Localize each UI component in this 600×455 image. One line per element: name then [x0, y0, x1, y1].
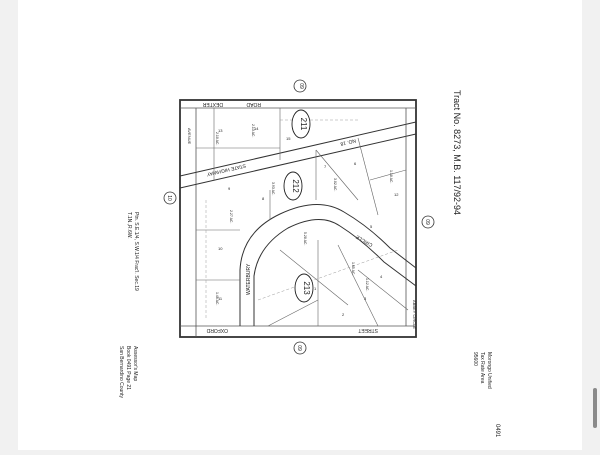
svg-text:213: 213 [302, 281, 311, 295]
acreage: 1.18 AC. [389, 170, 393, 183]
acreage: 1.12 AC. [365, 278, 369, 291]
lot-number: 12 [394, 192, 399, 197]
township-range: T.1N.,R.6W. [126, 212, 132, 239]
lot-number: 3 [364, 296, 367, 301]
acreage: 1.46 AC. [215, 292, 219, 305]
street-dexter: DEXTER [202, 101, 223, 107]
map-boundary [179, 99, 417, 338]
lot-number: 6 [354, 161, 357, 166]
lot-number: 13 [218, 128, 223, 133]
lot-number: 14 [254, 126, 259, 131]
acreage: 2.27 AC. [229, 210, 233, 223]
street-highway-no: NO. 18 [339, 137, 356, 146]
svg-text:10: 10 [166, 195, 172, 201]
circle-road-outer [239, 203, 417, 326]
acreage: 2.10 AC. [215, 132, 219, 145]
map-sheet: 09 10 09 09 DEXTER ROAD AVENUE STATE HIG… [18, 0, 582, 450]
section-marker-left: 10 [163, 191, 177, 205]
acreage: 3.93 AC. [271, 182, 275, 195]
acreage: 5.28 AC. [303, 232, 307, 245]
tract-title: Tract No. 8273, M.B. 117/92-94 [452, 90, 462, 215]
assessor-map-title: Assessor's Map [132, 346, 138, 381]
svg-text:212: 212 [291, 179, 300, 193]
street-street: STREET [358, 327, 378, 333]
street-road-top: ROAD [246, 101, 261, 107]
lot-number: 4 [380, 274, 383, 279]
svg-text:211: 211 [299, 118, 308, 131]
acreage: 2.13 AC. [251, 124, 255, 137]
lot-number-labels: 13 14 15 1 2 3 4 5 6 7 8 9 10 11 12 [218, 126, 399, 317]
book-code: 0491 [494, 424, 500, 438]
street-abbey: ABBEY CIRCLE [412, 300, 417, 329]
book-page: Book 0491 Page 21 [125, 346, 131, 390]
lot-number: 10 [218, 246, 223, 251]
street-waterbury: WATERBURY [246, 263, 252, 295]
lot-number: 5 [370, 224, 373, 229]
circle-road-inner [253, 219, 417, 326]
section-marker-top: 09 [293, 79, 307, 93]
lot-number: 8 [262, 196, 265, 201]
lot-number: 7 [324, 164, 327, 169]
scrollbar-thumb[interactable] [593, 388, 597, 428]
lot-lines [196, 108, 409, 327]
parcel-211[interactable]: 211 [291, 109, 311, 139]
assessor-map[interactable]: 09 10 09 09 DEXTER ROAD AVENUE STATE HIG… [18, 0, 582, 450]
lot-number: 11 [218, 296, 223, 301]
svg-text:09: 09 [424, 219, 430, 225]
lot-number: 9 [228, 186, 231, 191]
legal-description: Ptn. S.E.1/4, S.W.1/4 Frac'l. Sec.19 [133, 212, 139, 291]
street-state-highway: STATE HIGHWAY [205, 162, 246, 177]
lot-number: 15 [286, 136, 291, 141]
street-circle: CIRCLE [355, 233, 374, 248]
svg-text:09: 09 [296, 345, 302, 351]
parcel-212[interactable]: 212 [283, 171, 303, 201]
acreage-labels: 2.10 AC. 2.13 AC. 3.93 AC. 5.28 AC. 1.65… [215, 124, 393, 305]
svg-text:09: 09 [298, 83, 304, 89]
tax-rate-area: Tax Rate Area [479, 352, 485, 384]
county-name: San Bernardino County [118, 346, 124, 398]
street-avenue-left: AVENUE [187, 128, 192, 144]
highway-edge-lower [179, 133, 417, 189]
acreage: 3.02 AC. [333, 178, 337, 191]
lot-number: 1 [314, 286, 317, 291]
acreage: 1.65 AC. [351, 262, 355, 275]
scrollbar[interactable] [590, 0, 598, 450]
section-marker-bottom: 09 [293, 341, 307, 355]
lot-number: 2 [342, 312, 345, 317]
section-marker-right: 09 [421, 215, 435, 229]
street-oxford: OXFORD [206, 327, 228, 333]
school-district: Morongo Unified [486, 352, 492, 389]
parcel-213[interactable]: 213 [294, 273, 314, 303]
highway-edge-upper [179, 121, 417, 177]
tra-number: 95600 [472, 352, 478, 366]
